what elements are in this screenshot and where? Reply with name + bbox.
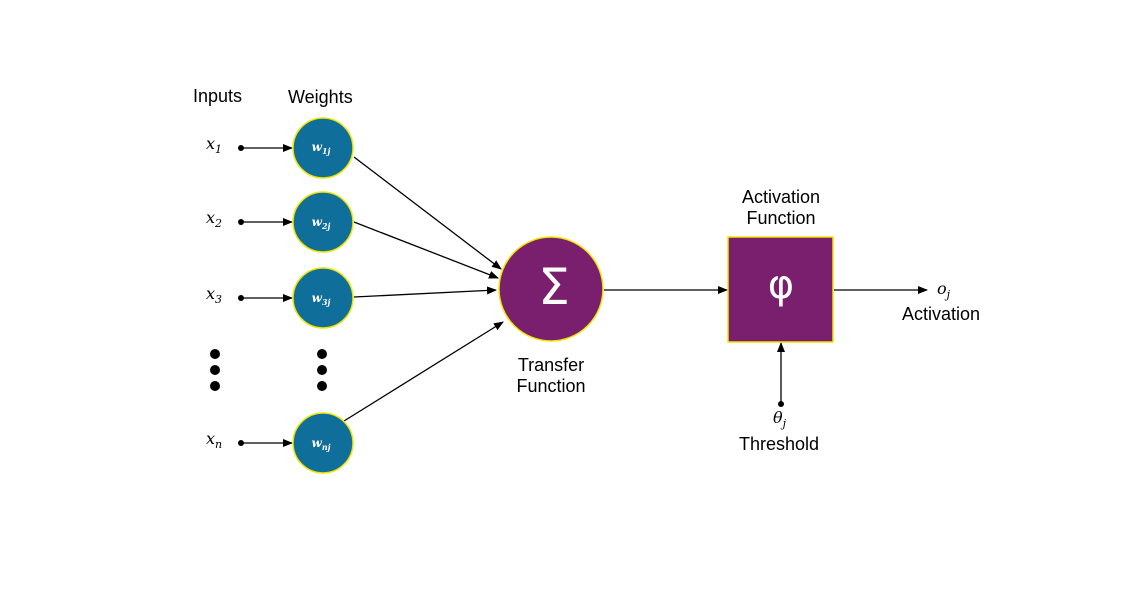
weight-label-1: w1j [311, 139, 331, 157]
weight-label-n: wnj [311, 435, 331, 453]
inputs-heading: Inputs [193, 86, 243, 106]
phi-icon: φ [767, 262, 795, 308]
input-arrows [238, 144, 293, 447]
weight-node-3 [292, 267, 354, 329]
activation-function-label: Activation Function [741, 187, 821, 228]
weight-nodes [292, 117, 354, 474]
threshold-label: Threshold [739, 434, 820, 454]
output-variable: oj [937, 279, 951, 302]
transfer-function-label: Transfer Function [516, 355, 586, 396]
threshold-variable: θj [773, 408, 787, 431]
weight-label-2: w2j [311, 214, 331, 232]
weight-arrow-2 [353, 221, 499, 279]
weight-node-2 [292, 191, 354, 253]
input-ellipsis [210, 349, 220, 391]
weight-node-1 [292, 117, 354, 179]
weight-arrow-1 [353, 156, 502, 270]
activation-function-box [727, 236, 834, 343]
transfer-function-node [498, 236, 604, 342]
sigma-icon: Σ [538, 258, 570, 316]
weight-ellipsis [317, 349, 327, 391]
input-label-2: x2 [206, 208, 223, 231]
weight-arrow-3 [353, 286, 497, 298]
input-label-3: x3 [206, 284, 223, 307]
weight-label-3: w3j [311, 290, 331, 308]
weight-arrow-n [343, 321, 504, 422]
activation-output-label: Activation [902, 304, 981, 324]
weight-arrows [343, 156, 504, 422]
weights-heading: Weights [288, 87, 353, 107]
input-label-1: x1 [206, 134, 223, 157]
input-label-n: xn [206, 429, 223, 452]
weight-node-n [292, 412, 354, 474]
